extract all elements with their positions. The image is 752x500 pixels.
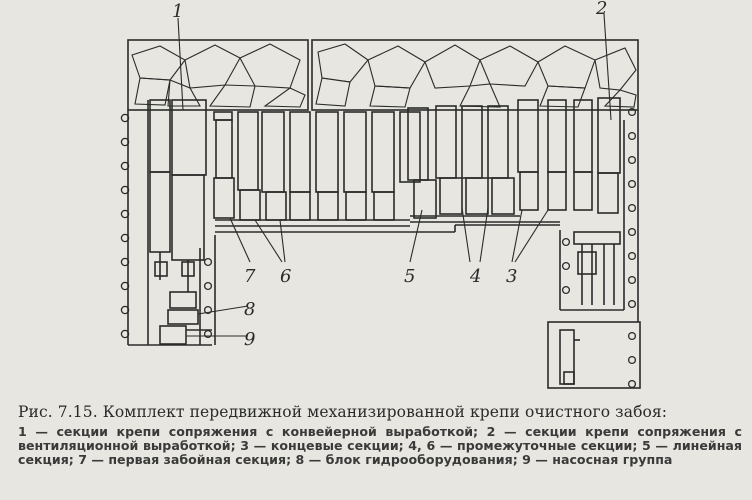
hydraulic-block-8 — [167, 291, 199, 325]
sections-6-intermediate — [237, 111, 311, 221]
caption-title: Рис. 7.15. Комплект передвижной механизи… — [18, 403, 668, 421]
label-8: 8 — [244, 299, 255, 320]
label-2: 2 — [595, 0, 607, 19]
label-6: 6 — [280, 266, 291, 287]
label-5: 5 — [404, 266, 415, 287]
right-wall — [559, 110, 639, 322]
label-7: 7 — [244, 266, 256, 287]
figure-caption: Рис. 7.15. Комплект передвижной механизи… — [18, 403, 742, 467]
central-sections — [315, 111, 421, 221]
sections-4-intermediate — [435, 105, 515, 215]
label-9: 9 — [244, 329, 255, 350]
label-1: 1 — [172, 1, 183, 22]
left-wall-rollers — [120, 113, 130, 339]
lower-right-rollers — [627, 331, 637, 389]
section-5-linear — [407, 107, 437, 219]
inner-left-rollers — [203, 257, 213, 339]
leader-lines — [177, 13, 612, 337]
lower-right-block — [547, 321, 641, 389]
label-3: 3 — [506, 266, 517, 287]
roof-frame-right — [311, 39, 639, 111]
caption-description: 1 — секции крепи сопряжения с конвейерно… — [18, 424, 742, 467]
left-wall — [127, 100, 212, 346]
face-conveyor — [215, 215, 560, 233]
right-wall-rollers — [561, 107, 637, 309]
rock-texture — [131, 43, 637, 108]
roof-frame-left — [127, 39, 309, 111]
mine-support-diagram: 1 2 7 6 5 4 3 8 9 — [120, 0, 641, 389]
section-1-conveyor-junction — [149, 99, 207, 292]
section-7-first-face — [213, 111, 235, 219]
section-2-ventilation-junction — [573, 97, 621, 305]
label-4: 4 — [469, 266, 481, 287]
sections-3-end — [517, 99, 593, 211]
